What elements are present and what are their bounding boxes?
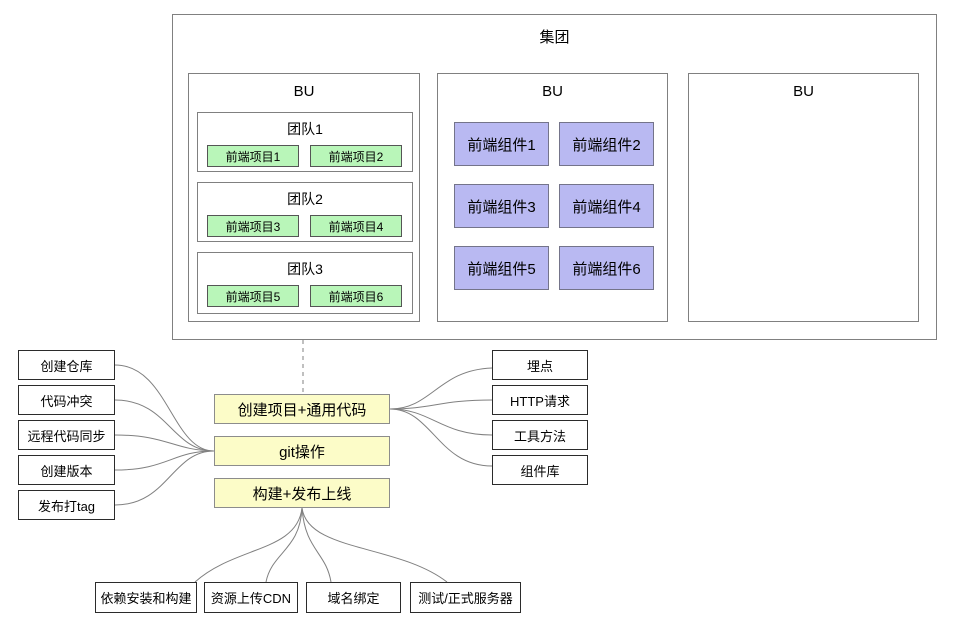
curve-release-tag: [114, 450, 215, 506]
node-upload-cdn: 资源上传CDN: [204, 582, 298, 613]
node-domain-binding: 域名绑定: [306, 582, 401, 613]
node-test-prod-server: 测试/正式服务器: [410, 582, 521, 613]
curve-create-repo: [114, 364, 215, 452]
curve-upload-cdn: [265, 507, 303, 583]
node-tracking: 埋点: [492, 350, 588, 380]
project4-node: 前端项目4: [310, 215, 402, 237]
curve-utils: [389, 408, 493, 436]
node-component-library: 组件库: [492, 455, 588, 485]
project1-node: 前端项目1: [207, 145, 299, 167]
curve-component-lib: [389, 408, 493, 467]
node-install-and-build: 依赖安装和构建: [95, 582, 197, 613]
curve-domain-bind: [301, 507, 332, 583]
team1-label: 团队1: [287, 121, 323, 137]
node-http-request: HTTP请求: [492, 385, 588, 415]
curve-remote-sync: [114, 434, 215, 452]
component2-node: 前端组件2: [559, 122, 654, 166]
curve-tracking: [389, 367, 493, 410]
component4-node: 前端组件4: [559, 184, 654, 228]
node-build-release: 构建+发布上线: [214, 478, 390, 508]
project6-node: 前端项目6: [310, 285, 402, 307]
curve-install-build: [194, 507, 303, 583]
curve-create-version: [114, 450, 215, 471]
curve-code-conflict: [114, 399, 215, 452]
component1-node: 前端组件1: [454, 122, 549, 166]
group-label: 集团: [539, 29, 570, 46]
project3-node: 前端项目3: [207, 215, 299, 237]
component5-node: 前端组件5: [454, 246, 549, 290]
curve-http: [389, 399, 493, 410]
bu1-label: BU: [293, 83, 315, 100]
node-remote-code-sync: 远程代码同步: [18, 420, 115, 450]
project2-node: 前端项目2: [310, 145, 402, 167]
bu3-container: BU: [688, 73, 919, 322]
node-create-version: 创建版本: [18, 455, 115, 485]
node-release-tag: 发布打tag: [18, 490, 115, 520]
team2-label: 团队2: [287, 191, 323, 207]
curve-server: [301, 507, 448, 583]
component6-node: 前端组件6: [559, 246, 654, 290]
node-create-repo: 创建仓库: [18, 350, 115, 380]
bu3-label: BU: [793, 83, 814, 100]
component3-node: 前端组件3: [454, 184, 549, 228]
node-create-project-common-code: 创建项目+通用代码: [214, 394, 390, 424]
node-git-operations: git操作: [214, 436, 390, 466]
bu2-label: BU: [542, 83, 563, 100]
node-code-conflict: 代码冲突: [18, 385, 115, 415]
team3-label: 团队3: [287, 261, 323, 277]
node-util-methods: 工具方法: [492, 420, 588, 450]
project5-node: 前端项目5: [207, 285, 299, 307]
